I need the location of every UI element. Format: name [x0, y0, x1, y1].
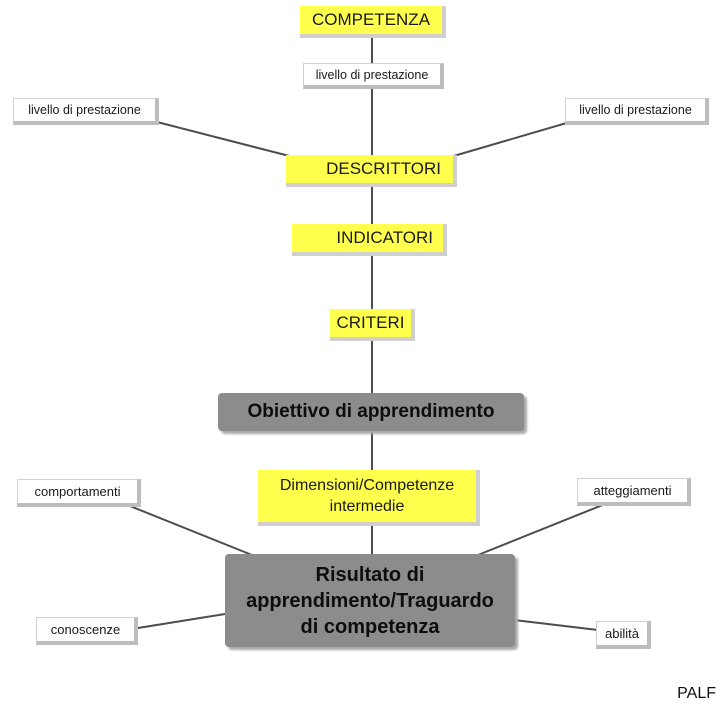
- conoscenze-label: conoscenze: [50, 622, 121, 637]
- comportamenti-node: comportamenti: [17, 479, 141, 507]
- palf-credit: PALF: [677, 685, 716, 702]
- connector-conoscenze: [137, 613, 226, 629]
- livello-prestazione-top-node: livello di prestazione: [303, 63, 444, 89]
- connector-livello-left: [156, 121, 306, 161]
- livello-prestazione-right-node: livello di prestazione: [565, 98, 709, 125]
- abilita-label: abilità: [605, 626, 639, 641]
- atteggiamenti-label: atteggiamenti: [593, 483, 672, 498]
- dimensioni-line2-label: intermedie: [329, 498, 405, 515]
- connector-atteggiamenti: [477, 501, 611, 556]
- livello-prestazione-left-label: livello di prestazione: [28, 103, 141, 117]
- connector-livello-right: [439, 121, 571, 161]
- criteri-node: CRITERI: [330, 309, 415, 341]
- dimensioni-competenze-node: Dimensioni/Competenze intermedie: [258, 470, 480, 526]
- livello-prestazione-left-node: livello di prestazione: [13, 98, 159, 125]
- risultato-apprendimento-node: Risultato di apprendimento/Traguardo di …: [225, 554, 515, 647]
- conoscenze-node: conoscenze: [36, 617, 138, 645]
- livello-prestazione-top-label: livello di prestazione: [315, 67, 429, 82]
- competenza-label: COMPETENZA: [311, 10, 431, 29]
- indicatori-label: INDICATORI: [336, 228, 433, 247]
- descrittori-label: DESCRITTORI: [326, 159, 441, 178]
- livello-prestazione-right-label: livello di prestazione: [579, 103, 692, 117]
- obiettivo-apprendimento-label: Obiettivo di apprendimento: [247, 401, 495, 422]
- obiettivo-apprendimento-node: Obiettivo di apprendimento: [218, 393, 524, 431]
- risultato-line3-label: di competenza: [300, 615, 440, 638]
- indicatori-node: INDICATORI: [292, 224, 447, 256]
- descrittori-node: DESCRITTORI: [286, 155, 457, 187]
- risultato-line2-label: apprendimento/Traguardo: [246, 589, 494, 612]
- atteggiamenti-node: atteggiamenti: [577, 478, 691, 506]
- connector-comportamenti: [114, 499, 253, 556]
- connector-abilita: [513, 619, 599, 631]
- risultato-line1-label: Risultato di: [315, 563, 425, 586]
- criteri-label: CRITERI: [336, 313, 405, 332]
- abilita-node: abilità: [596, 621, 651, 649]
- competenza-node: COMPETENZA: [300, 6, 446, 38]
- comportamenti-label: comportamenti: [34, 484, 121, 499]
- dimensioni-line1-label: Dimensioni/Competenze: [279, 477, 455, 494]
